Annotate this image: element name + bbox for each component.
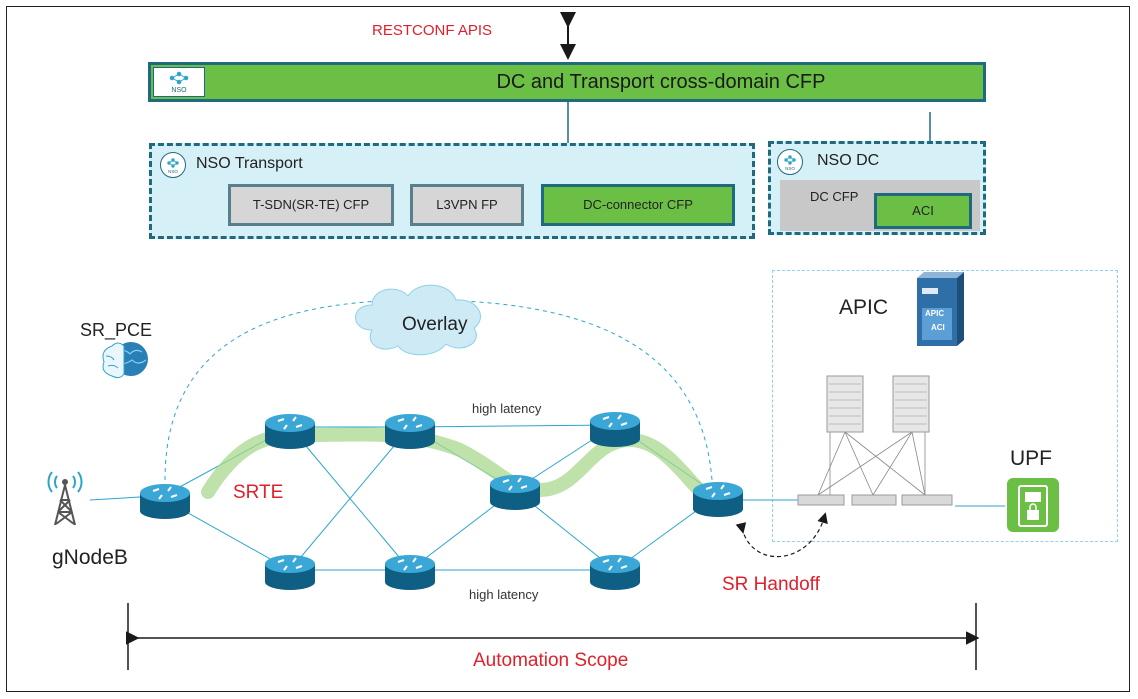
- router-edge-left-icon: [140, 484, 190, 519]
- restconf-label: RESTCONF APIS: [372, 22, 493, 39]
- router-middle-icon: [490, 475, 540, 510]
- dc-connector-cfp-box: DC-connector CFP: [541, 184, 735, 226]
- gnodeb-tower-icon: [47, 471, 83, 526]
- overlay-arc: [164, 299, 713, 481]
- spine-switch-1-icon: [826, 375, 864, 433]
- automation-scope-label: Automation Scope: [473, 650, 629, 671]
- nso-logo-icon: NSO: [153, 67, 205, 97]
- nso-dc-logo-icon: NSO: [777, 149, 803, 175]
- svg-text:NSO: NSO: [168, 169, 178, 174]
- sr-handoff-label: SR Handoff: [722, 574, 820, 595]
- sr-handoff-arrow: [735, 512, 828, 558]
- nso-transport-title: NSO Transport: [196, 155, 303, 172]
- cfp-title: DC and Transport cross-domain CFP: [496, 71, 826, 93]
- gnodeb-label: gNodeB: [52, 546, 128, 569]
- srte-label: SRTE: [233, 482, 284, 503]
- router-bottom-3-icon: [590, 555, 640, 590]
- sr-pce-label: SR_PCE: [80, 320, 153, 340]
- dc-area-boundary: [772, 270, 1118, 542]
- overlay-cloud-icon: [355, 284, 481, 356]
- high-latency-top-label: high latency: [472, 401, 542, 416]
- spine-switch-2-icon: [892, 375, 930, 433]
- router-icons: [140, 412, 743, 590]
- apic-server-icon: [917, 272, 964, 346]
- router-top-1-icon: [265, 414, 315, 449]
- sr-pce-brain-icon: [102, 342, 148, 379]
- overlay-label: Overlay: [402, 314, 468, 335]
- upf-icon: [1007, 478, 1059, 532]
- svg-text:NSO: NSO: [171, 87, 187, 94]
- router-bottom-1-icon: [265, 555, 315, 590]
- high-latency-bottom-label: high latency: [469, 587, 539, 602]
- router-edge-right-icon: [693, 482, 743, 517]
- dc-fabric-links: [817, 431, 926, 496]
- cross-domain-cfp-bar: NSO DC and Transport cross-domain CFP: [148, 62, 986, 102]
- upf-label: UPF: [1010, 447, 1052, 470]
- router-bottom-2-icon: [385, 555, 435, 590]
- leaf-switches-icon: [797, 494, 953, 506]
- router-top-3-icon: [590, 412, 640, 447]
- dc-cfp-label: DC CFP: [810, 189, 859, 204]
- tsdn-srte-cfp-box: T-SDN(SR-TE) CFP: [228, 184, 394, 226]
- nso-transport-logo-icon: NSO: [160, 152, 186, 178]
- automation-scope-bar: [126, 603, 980, 670]
- l3vpn-fp-box: L3VPN FP: [410, 184, 524, 226]
- svg-text:NSO: NSO: [785, 166, 795, 171]
- diagram-frame: [6, 6, 1130, 692]
- apic-icon-aci-text: ACI: [931, 323, 945, 332]
- router-top-2-icon: [385, 414, 435, 449]
- nso-dc-title: NSO DC: [817, 152, 880, 169]
- apic-label: APIC: [839, 296, 889, 319]
- apic-icon-text: APIC: [925, 309, 945, 318]
- aci-box: ACI: [874, 193, 972, 229]
